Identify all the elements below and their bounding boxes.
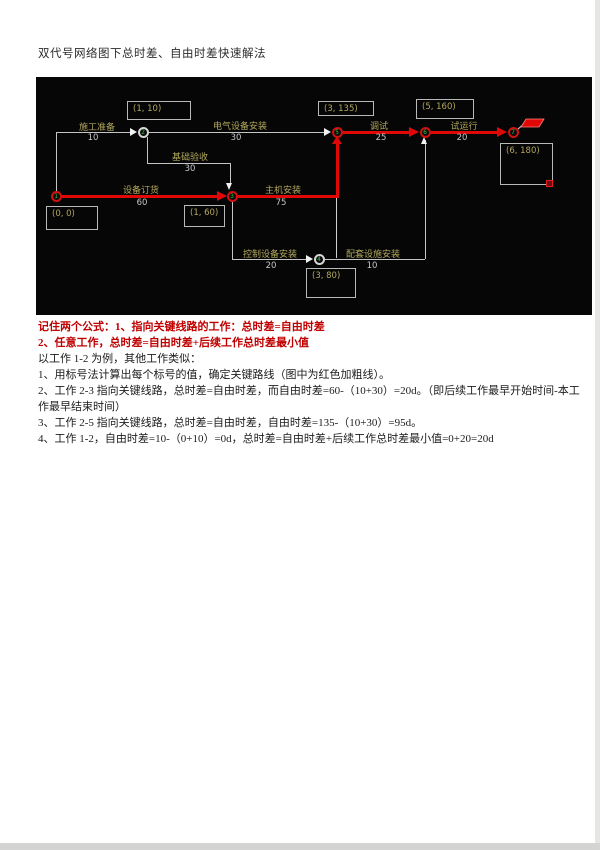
activity-duration-3-4: 20 [265, 261, 277, 271]
arrowhead-into-node-4 [306, 255, 313, 263]
activity-name-3-5: 主机安装 [264, 186, 302, 196]
activity-name-1-2: 施工准备 [78, 123, 116, 133]
activity-duration-6-7: 20 [456, 133, 468, 143]
node-6: 6 [419, 126, 431, 138]
activity-duration-4-6: 10 [366, 261, 378, 271]
edge-2-3-horizontal [147, 162, 230, 164]
activity-duration-1-3: 60 [136, 198, 148, 208]
node-1: 1 [50, 190, 62, 202]
note-line-2: 2、任意工作，总时差=自由时差+后续工作总时差最小值 [38, 337, 310, 349]
label-box-node-4: (3, 80) [306, 268, 356, 298]
activity-duration-2-3: 30 [184, 164, 196, 174]
label-box-node-2: (1, 10) [127, 101, 191, 120]
arrowhead-into-node-3-red [217, 190, 227, 201]
arrowhead-into-node-6-bottom [421, 137, 427, 144]
arrowhead-into-node-7-red [497, 126, 507, 137]
edge-1-2-vertical [55, 132, 57, 196]
edge-2-3-vertical-2 [229, 163, 231, 184]
edge-6-7-critical [431, 130, 498, 134]
page-right-edge [595, 0, 600, 850]
arrowhead-into-node-6-red [409, 126, 419, 137]
node-7: 7 [507, 126, 519, 138]
note-line-7: 3、工作 2-5 指向关键线路，总时差=自由时差，自由时差=135-（10+30… [38, 417, 423, 429]
note-line-3: 以工作 1-2 为例，其他工作类似： [38, 353, 202, 365]
activity-name-1-3: 设备订货 [122, 186, 160, 196]
edge-3-5-vertical-critical [335, 143, 339, 198]
note-line-5: 2、工作 2-3 指向关键线路，总时差=自由时差，而自由时差=60-（10+30… [38, 385, 580, 397]
note-line-8: 4、工作 1-2，自由时差=10-（0+10）=0d，总时差=自由时差+后续工作… [38, 433, 494, 445]
activity-name-5-6: 调试 [369, 122, 389, 132]
edge-3-4-vertical [231, 202, 233, 259]
edge-4-6-horizontal [325, 258, 425, 260]
page-bottom-edge [0, 843, 600, 850]
activity-duration-1-2: 10 [87, 133, 99, 143]
activity-name-2-3: 基础验收 [171, 153, 209, 163]
edge-2-5 [149, 131, 325, 133]
connector-vertical [336, 198, 337, 258]
notes: 记住两个公式：1、指向关键线路的工作：总时差=自由时差 2、任意工作，总时差=自… [38, 319, 594, 447]
activity-name-6-7: 试运行 [450, 122, 478, 132]
label-box-node-6: (5, 160) [416, 99, 474, 119]
node-5: 5 [331, 126, 343, 138]
edge-1-3-critical [60, 194, 218, 198]
edge-1-2-horizontal [56, 131, 131, 133]
edge-3-4-horizontal [232, 258, 307, 260]
activity-name-3-4: 控制设备安装 [242, 250, 298, 260]
arrowhead-into-node-5-left [324, 128, 331, 136]
grip-marker [546, 180, 553, 187]
node-3: 3 [226, 190, 238, 202]
arrowhead-into-node-2 [130, 128, 137, 136]
activity-name-2-5: 电气设备安装 [212, 122, 268, 132]
finish-flag-icon [516, 118, 545, 131]
note-line-6: 作最早结束时间） [38, 401, 126, 413]
label-box-node-1: (0, 0) [46, 206, 98, 230]
network-diagram: 1 2 3 4 5 6 7 施工准备 10 电气设备安装 30 基础验收 30 … [36, 77, 592, 315]
activity-duration-5-6: 25 [375, 133, 387, 143]
edge-4-6-vertical [424, 140, 426, 259]
activity-duration-2-5: 30 [230, 133, 242, 143]
label-box-node-3: (1, 60) [184, 205, 225, 227]
page-title: 双代号网络图下总时差、自由时差快速解法 [38, 48, 266, 60]
arrowhead-into-node-5-red [332, 136, 342, 144]
label-box-node-7: (6, 180) [500, 143, 553, 185]
edge-3-5-horizontal-critical [238, 194, 339, 198]
activity-name-4-6: 配套设施安装 [345, 250, 401, 260]
activity-duration-3-5: 75 [275, 198, 287, 208]
node-4: 4 [313, 253, 325, 265]
note-line-4: 1、用标号法计算出每个标号的值，确定关键路线（图中为红色加粗线）。 [38, 369, 390, 381]
node-2: 2 [137, 126, 149, 138]
note-line-1: 记住两个公式：1、指向关键线路的工作：总时差=自由时差 [38, 321, 325, 333]
edge-5-6-critical [343, 130, 410, 134]
edge-2-3-vertical-1 [146, 137, 148, 163]
label-box-node-5: (3, 135) [318, 101, 374, 116]
arrowhead-into-node-3-top [226, 183, 232, 190]
